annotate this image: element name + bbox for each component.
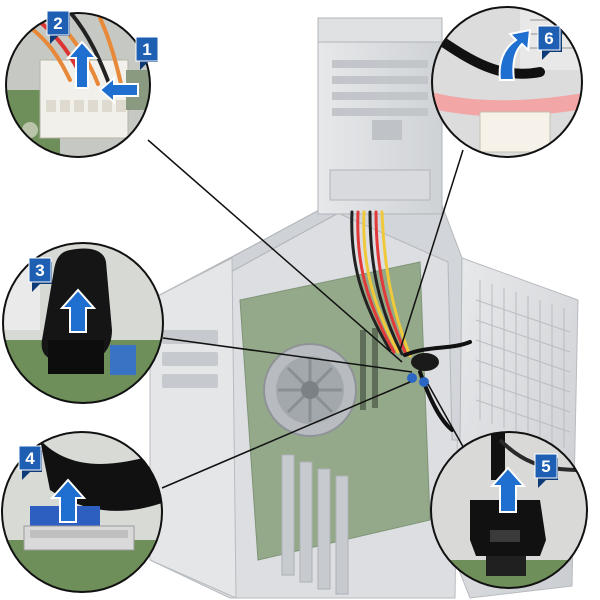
drive-bay-slots: [162, 330, 218, 388]
power-supply-unit: [317, 17, 443, 215]
step-number-5: 5: [541, 457, 550, 476]
callout-step-3: [2, 242, 164, 404]
arrow-step-4: [49, 478, 87, 523]
arrow-step-2: [65, 40, 99, 89]
arrow-step-5: [489, 466, 527, 513]
step-number-1: 1: [142, 40, 151, 59]
psu-cable-bundle: [350, 210, 412, 358]
arrow-step-6: [498, 28, 532, 81]
cable-clip: [407, 353, 439, 387]
step-number-2: 2: [53, 14, 62, 33]
arrow-step-1: [98, 75, 139, 105]
expansion-slot-covers: [281, 454, 349, 595]
leader-line-6: [399, 149, 464, 351]
cpu-fan: [263, 343, 357, 437]
step-badge-6: 6: [537, 25, 562, 60]
step-badge-5: 5: [534, 453, 558, 488]
step-number-3: 3: [35, 261, 44, 280]
callout-step-1-2: [5, 12, 151, 158]
step-badge-3: 3: [28, 257, 52, 292]
leader-line-5: [427, 383, 467, 453]
chassis-left-frame: [149, 257, 237, 599]
arrow-step-3: [59, 288, 97, 333]
leader-lines: [147, 139, 467, 489]
leader-line-1: [147, 139, 403, 363]
chassis-vent-grid: [475, 280, 571, 448]
step-number-4: 4: [25, 449, 35, 468]
callout-step-6: [431, 6, 583, 158]
memory-slots: [360, 328, 378, 410]
step-badges: 2 1 6 3 4 5: [18, 10, 562, 488]
step-badge-4: 4: [18, 445, 42, 480]
leader-line-4: [161, 381, 411, 489]
step-number-6: 6: [544, 29, 553, 48]
callout-step-5: [430, 431, 588, 589]
step-badge-1: 1: [135, 36, 159, 70]
step-badge-2: 2: [46, 10, 70, 44]
leader-line-3: [162, 337, 413, 373]
